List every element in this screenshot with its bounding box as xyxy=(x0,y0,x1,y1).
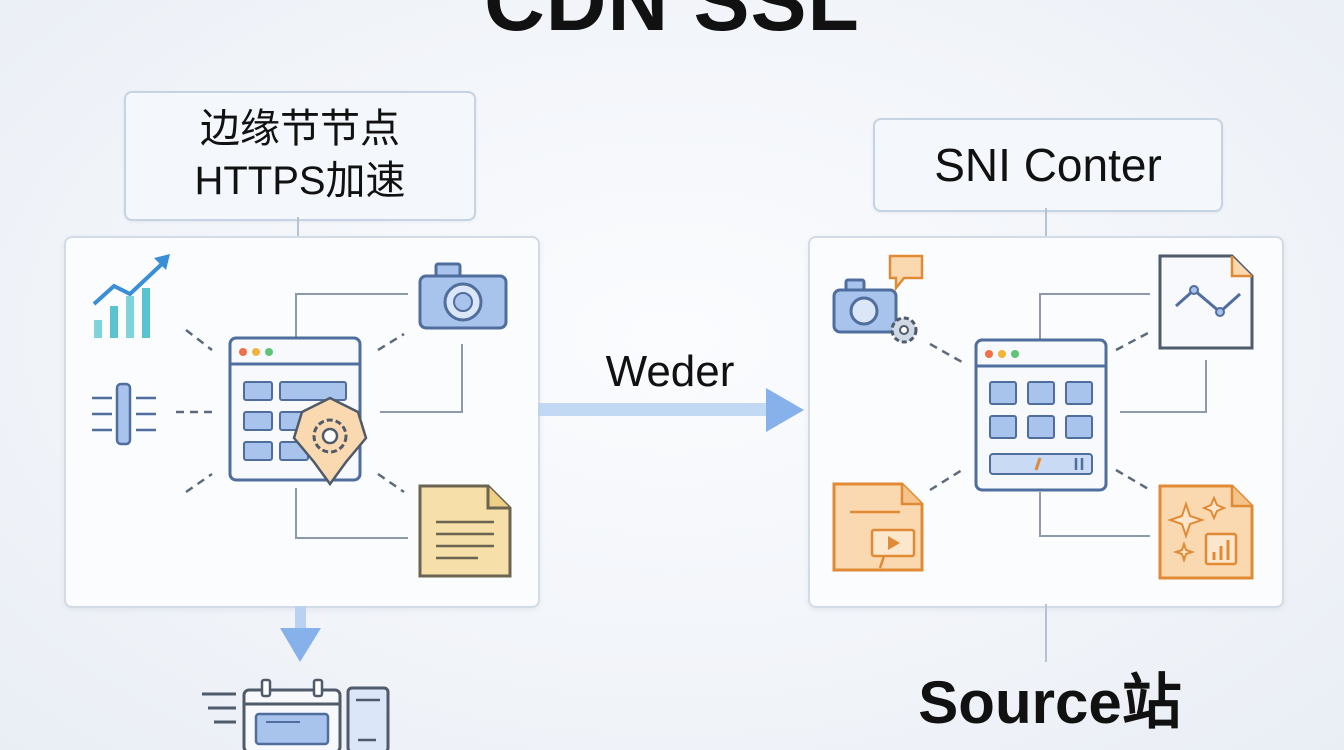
edge-node-label-line1: 边缘节节点 xyxy=(200,107,400,151)
dashed-connectors xyxy=(929,330,1151,492)
document-icon xyxy=(418,484,512,578)
camera-gear-icon xyxy=(832,278,918,344)
sparkle-doc-icon xyxy=(1158,484,1254,580)
camera-icon xyxy=(418,262,508,330)
slider-icon xyxy=(92,382,156,446)
server-calendar-icon xyxy=(202,678,390,750)
edge-node-label-box: 边缘节节点 HTTPS加速 xyxy=(124,91,476,221)
sni-center-label: SNI Conter xyxy=(934,139,1162,191)
shield-gear-icon xyxy=(292,396,368,487)
solid-connectors xyxy=(295,293,463,539)
arrow-label: Weder xyxy=(605,347,735,396)
main-arrow xyxy=(538,388,804,432)
browser-grid-icon xyxy=(974,338,1108,492)
chat-bubble-icon xyxy=(888,254,924,292)
edge-node-label-line2: HTTPS加速 xyxy=(194,159,406,203)
sni-center-label-box: SNI Conter xyxy=(873,118,1223,212)
down-arrow xyxy=(280,606,321,662)
line-chart-doc-icon xyxy=(1158,254,1254,350)
chart-up-icon xyxy=(92,254,170,338)
solid-connectors xyxy=(1039,293,1207,537)
diagram-title: CDN SSL xyxy=(484,0,860,48)
source-station-label: Source站 xyxy=(918,669,1182,736)
presentation-doc-icon xyxy=(832,482,924,572)
dashed-connectors xyxy=(176,329,405,494)
